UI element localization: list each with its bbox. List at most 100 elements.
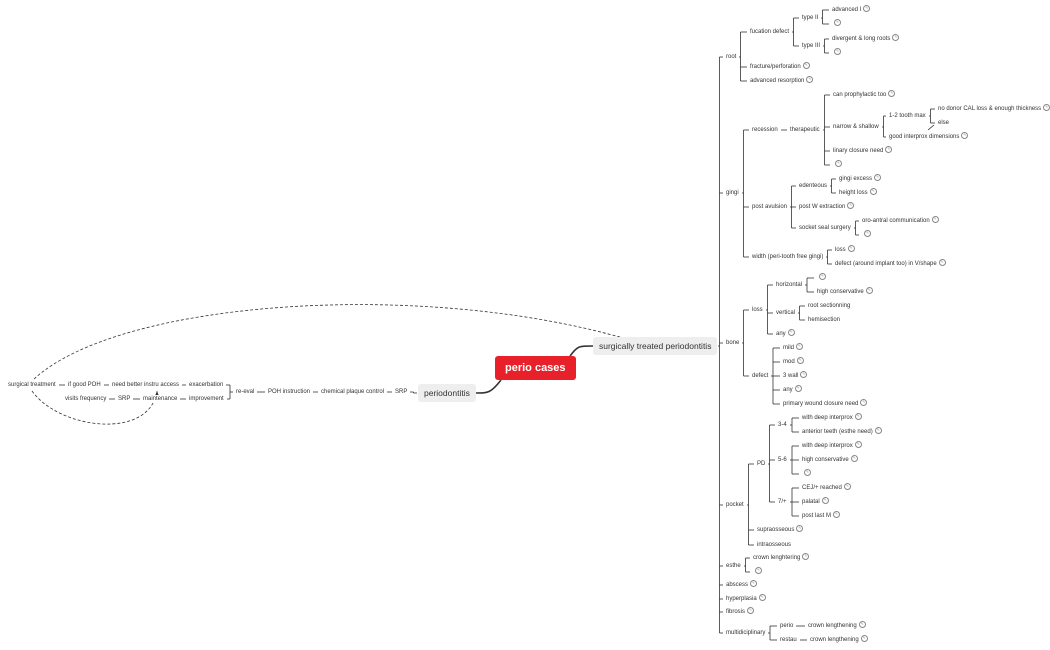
note-icon[interactable] xyxy=(834,48,841,55)
note-icon[interactable] xyxy=(843,483,851,490)
node-else[interactable]: else xyxy=(936,119,952,127)
note-icon[interactable] xyxy=(864,230,871,237)
node-pd-3-4[interactable]: 3-4 xyxy=(776,421,789,429)
note-icon[interactable] xyxy=(796,357,804,364)
note-icon[interactable] xyxy=(833,511,841,518)
node-therapeutic-note[interactable] xyxy=(831,160,844,170)
node-hyperplasia[interactable]: hyperplasia xyxy=(724,594,768,604)
node-can-prophylactic[interactable]: can prophylactic too xyxy=(831,90,898,100)
node-crown-lengthening-1[interactable]: crown lengthening xyxy=(806,621,868,631)
node-good-interprox[interactable]: good interprox dimensions xyxy=(887,132,971,142)
note-icon[interactable] xyxy=(806,76,814,83)
node-gingi-excess[interactable]: gingi excess xyxy=(837,174,884,184)
note-icon[interactable] xyxy=(938,259,946,266)
node-type-ii[interactable]: type II xyxy=(800,14,821,22)
note-icon[interactable] xyxy=(869,188,877,195)
node-high-conservative-2[interactable]: high conservative xyxy=(800,455,860,465)
node-socket-note[interactable] xyxy=(860,230,873,240)
note-icon[interactable] xyxy=(847,245,855,252)
node-width[interactable]: width (peri-tooth free gingi) xyxy=(750,253,826,261)
note-icon[interactable] xyxy=(802,553,810,560)
node-oro-antral[interactable]: oro-antral communication xyxy=(860,216,941,226)
note-icon[interactable] xyxy=(892,34,900,41)
node-high-conservative[interactable]: high conservative xyxy=(815,287,875,297)
node-maintenance[interactable]: maintenance xyxy=(141,395,180,403)
node-type-iii-note[interactable] xyxy=(830,48,843,58)
node-if-good-poh[interactable]: if good POH xyxy=(66,381,103,389)
note-icon[interactable] xyxy=(819,273,826,280)
note-icon[interactable] xyxy=(802,62,810,69)
node-primary-wound[interactable]: primary wound closure need xyxy=(781,399,870,409)
node-no-donor[interactable]: no donor CAL loss & enough thickness xyxy=(936,104,1050,114)
node-need-better[interactable]: need better instru access xyxy=(110,381,182,389)
central-topic[interactable]: perio cases xyxy=(495,356,576,380)
node-linary-closure[interactable]: linary closure need xyxy=(831,146,895,156)
note-icon[interactable] xyxy=(961,132,969,139)
node-with-deep-interprox-2[interactable]: with deep interprox xyxy=(800,441,864,451)
topic-periodontitis[interactable]: periodontitis xyxy=(418,384,476,402)
topic-surgically-treated[interactable]: surgically treated periodontitis xyxy=(593,337,718,355)
node-recession[interactable]: recession xyxy=(750,126,780,134)
node-mod[interactable]: mod xyxy=(781,357,806,367)
node-vertical[interactable]: vertical xyxy=(774,309,798,317)
node-srp-2[interactable]: SRP xyxy=(116,395,133,403)
note-icon[interactable] xyxy=(874,174,882,181)
node-defect-any[interactable]: any xyxy=(781,385,804,395)
node-palatal[interactable]: palatal xyxy=(800,497,831,507)
note-icon[interactable] xyxy=(931,216,939,223)
node-esthe[interactable]: esthe xyxy=(724,562,743,570)
node-fucation-defect[interactable]: fucation defect xyxy=(748,28,792,36)
note-icon[interactable] xyxy=(850,455,858,462)
node-root[interactable]: root xyxy=(724,53,739,61)
node-gingi[interactable]: gingi xyxy=(724,189,741,197)
note-icon[interactable] xyxy=(758,594,766,601)
node-cej-reached[interactable]: CEJ/+ reached xyxy=(800,483,853,493)
node-post-w-extraction[interactable]: post W extraction xyxy=(797,202,857,212)
node-poh-instruction[interactable]: POH instruction xyxy=(266,388,313,396)
node-with-deep-interprox[interactable]: with deep interprox xyxy=(800,413,864,423)
node-hemisection[interactable]: hemisection xyxy=(806,316,843,324)
node-chemical-plaque[interactable]: chemical plaque control xyxy=(319,388,387,396)
node-post-last-m[interactable]: post last M xyxy=(800,511,843,521)
node-bone[interactable]: bone xyxy=(724,339,742,347)
node-height-loss[interactable]: height loss xyxy=(837,188,879,198)
node-surgical-treatment[interactable]: surgical treatment xyxy=(6,381,58,389)
note-icon[interactable] xyxy=(796,343,804,350)
node-restau[interactable]: restau xyxy=(778,636,799,644)
node-defect-implant[interactable]: defect (around implant too) in V/shape xyxy=(833,259,948,269)
note-icon[interactable] xyxy=(755,567,762,574)
node-anterior-teeth[interactable]: anterior teeth (esthe need) xyxy=(800,427,884,437)
note-icon[interactable] xyxy=(847,202,855,209)
node-therapeutic[interactable]: therapeutic xyxy=(788,126,822,134)
note-icon[interactable] xyxy=(888,90,896,97)
node-abscess[interactable]: abscess xyxy=(724,580,760,590)
node-loss[interactable]: loss xyxy=(750,306,765,314)
note-icon[interactable] xyxy=(834,19,841,26)
node-intraosseous[interactable]: intraosseous xyxy=(755,541,794,549)
node-fracture[interactable]: fracture/perforation xyxy=(748,62,812,72)
node-visits-frequency[interactable]: visits frequency xyxy=(63,395,109,403)
node-mild[interactable]: mild xyxy=(781,343,806,353)
note-icon[interactable] xyxy=(787,329,795,336)
note-icon[interactable] xyxy=(854,413,862,420)
node-pd-5-6[interactable]: 5-6 xyxy=(776,456,789,464)
node-re-eval[interactable]: re-eval xyxy=(234,388,257,396)
node-edenteous[interactable]: edenteous xyxy=(797,182,830,190)
node-advanced-resorption[interactable]: advanced resorption xyxy=(748,76,816,86)
node-crown-lenghtering[interactable]: crown lenghtering xyxy=(751,553,812,563)
note-icon[interactable] xyxy=(747,607,755,614)
node-divergent-roots[interactable]: divergent & long roots xyxy=(830,34,902,44)
note-icon[interactable] xyxy=(800,371,808,378)
node-horizontal[interactable]: horizontal xyxy=(774,281,805,289)
note-icon[interactable] xyxy=(885,146,893,153)
node-supraosseous[interactable]: supraosseous xyxy=(755,525,806,535)
note-icon[interactable] xyxy=(854,441,862,448)
note-icon[interactable] xyxy=(804,469,811,476)
note-icon[interactable] xyxy=(858,621,866,628)
node-socket-seal[interactable]: socket seal surgery xyxy=(797,224,853,232)
node-type-iii[interactable]: type III xyxy=(800,42,823,50)
note-icon[interactable] xyxy=(860,635,868,642)
node-pd[interactable]: PD xyxy=(755,460,768,468)
note-icon[interactable] xyxy=(874,427,882,434)
node-pocket[interactable]: pocket xyxy=(724,501,746,509)
